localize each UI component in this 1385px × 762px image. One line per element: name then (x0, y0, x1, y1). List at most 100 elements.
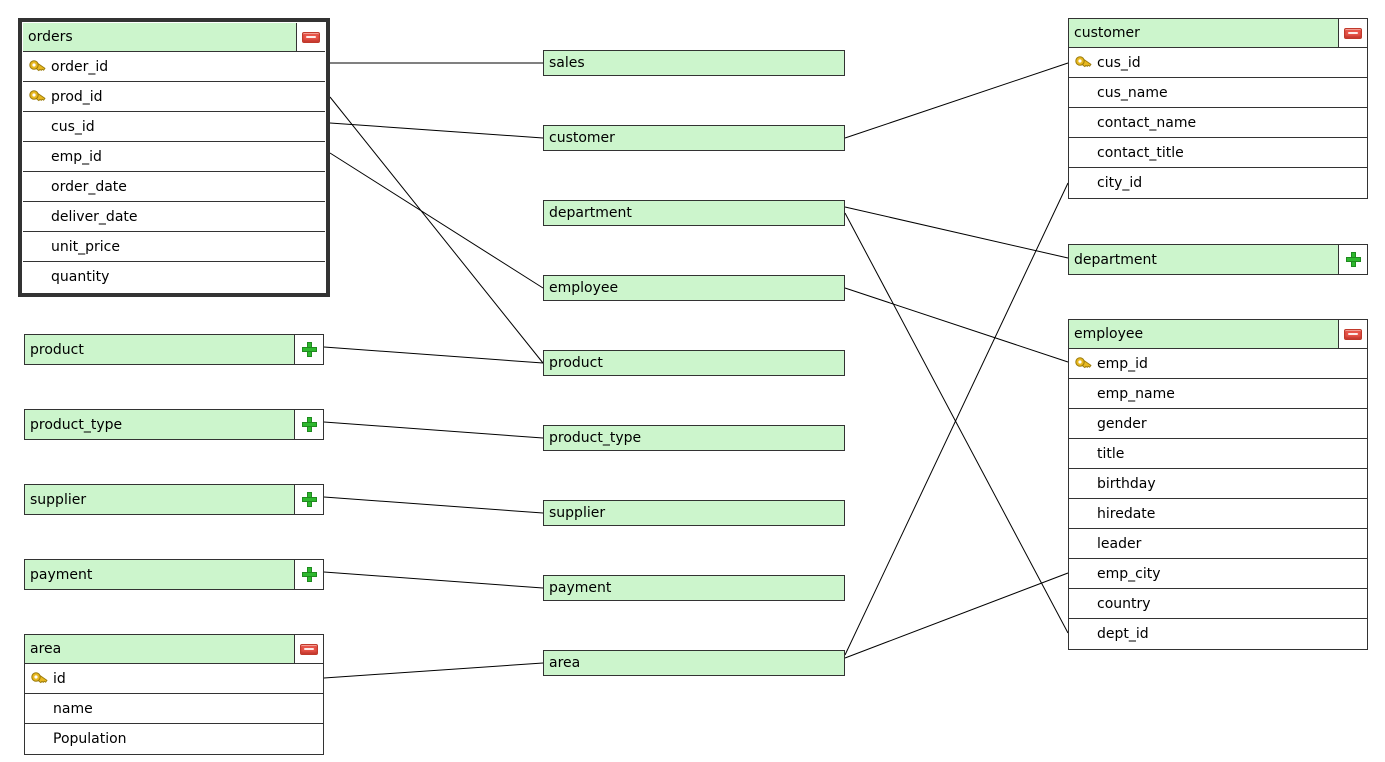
field-name: title (1097, 445, 1125, 462)
relationship-line (329, 122, 544, 139)
expand-button[interactable] (295, 335, 323, 364)
entity-title: supplier (25, 485, 295, 514)
field-row[interactable]: title (1069, 439, 1367, 469)
plus-icon (301, 492, 317, 507)
field-name: gender (1097, 415, 1147, 432)
field-name: emp_name (1097, 385, 1175, 402)
relationship-line (329, 96, 544, 364)
entity-title: customer (1069, 19, 1339, 47)
field-row[interactable]: name (25, 694, 323, 724)
field-row[interactable]: cus_name (1069, 78, 1367, 108)
field-name: prod_id (51, 88, 103, 105)
entity-header[interactable]: orders (23, 23, 325, 52)
entity-title: product (25, 335, 295, 364)
field-name: emp_city (1097, 565, 1161, 582)
relationship-line (844, 182, 1069, 656)
field-row[interactable]: contact_name (1069, 108, 1367, 138)
field-name: quantity (51, 269, 110, 285)
expand-button[interactable] (1339, 245, 1367, 274)
entity-table-product[interactable]: product (24, 334, 324, 365)
collapse-button[interactable] (1339, 19, 1367, 47)
field-row[interactable]: quantity (23, 262, 325, 292)
field-row[interactable]: emp_id (1069, 349, 1367, 379)
entity-header[interactable]: area (25, 635, 323, 664)
field-name: contact_name (1097, 114, 1197, 131)
field-row[interactable]: country (1069, 589, 1367, 619)
collapse-button[interactable] (1339, 320, 1367, 348)
minus-icon (300, 643, 318, 655)
mapping-box-product[interactable]: product (543, 350, 845, 376)
mapping-box-customer[interactable]: customer (543, 125, 845, 151)
mapping-box-sales[interactable]: sales (543, 50, 845, 76)
field-row[interactable]: Population (25, 724, 323, 754)
field-row[interactable]: contact_title (1069, 138, 1367, 168)
entity-header[interactable]: payment (25, 560, 323, 589)
entity-header[interactable]: employee (1069, 320, 1367, 349)
field-name: order_date (51, 178, 127, 195)
field-row[interactable]: cus_id (1069, 48, 1367, 78)
entity-title: payment (25, 560, 295, 589)
entity-table-payment[interactable]: payment (24, 559, 324, 590)
entity-header[interactable]: department (1069, 245, 1367, 274)
entity-header[interactable]: product_type (25, 410, 323, 439)
relationship-line (329, 152, 544, 289)
entity-table-supplier[interactable]: supplier (24, 484, 324, 515)
primary-key-icon (31, 671, 48, 686)
mapping-box-payment[interactable]: payment (543, 575, 845, 601)
field-row[interactable]: id (25, 664, 323, 694)
entity-header[interactable]: supplier (25, 485, 323, 514)
field-name: contact_title (1097, 144, 1184, 161)
field-row[interactable]: cus_id (23, 112, 325, 142)
mapping-box-department[interactable]: department (543, 200, 845, 226)
field-name: birthday (1097, 475, 1156, 492)
mapping-box-label: product (549, 355, 603, 371)
mapping-box-label: sales (549, 55, 585, 71)
entity-table-department[interactable]: department (1068, 244, 1368, 275)
mapping-box-product_type[interactable]: product_type (543, 425, 845, 451)
mapping-box-supplier[interactable]: supplier (543, 500, 845, 526)
relationship-line (844, 212, 1069, 634)
field-name: cus_id (1097, 54, 1141, 71)
entity-table-product_type[interactable]: product_type (24, 409, 324, 440)
relationship-line (323, 421, 544, 439)
field-name: deliver_date (51, 208, 138, 225)
entity-title: department (1069, 245, 1339, 274)
relationship-line (844, 206, 1069, 259)
field-row[interactable]: gender (1069, 409, 1367, 439)
minus-icon (1344, 328, 1362, 340)
primary-key-icon (29, 89, 46, 104)
field-row[interactable]: unit_price (23, 232, 325, 262)
expand-button[interactable] (295, 485, 323, 514)
relationship-line (323, 571, 544, 589)
field-row[interactable]: city_id (1069, 168, 1367, 198)
field-row[interactable]: emp_name (1069, 379, 1367, 409)
field-row[interactable]: hiredate (1069, 499, 1367, 529)
entity-header[interactable]: product (25, 335, 323, 364)
mapping-box-area[interactable]: area (543, 650, 845, 676)
collapse-button[interactable] (295, 635, 323, 663)
field-row[interactable]: order_date (23, 172, 325, 202)
mapping-box-label: employee (549, 280, 619, 296)
plus-icon (301, 342, 317, 357)
entity-title: orders (23, 23, 297, 51)
mapping-box-employee[interactable]: employee (543, 275, 845, 301)
collapse-button[interactable] (297, 23, 325, 51)
field-row[interactable]: emp_city (1069, 559, 1367, 589)
expand-button[interactable] (295, 560, 323, 589)
field-name: order_id (51, 58, 109, 75)
field-row[interactable]: deliver_date (23, 202, 325, 232)
field-name: dept_id (1097, 626, 1149, 642)
field-row[interactable]: emp_id (23, 142, 325, 172)
field-row[interactable]: prod_id (23, 82, 325, 112)
expand-button[interactable] (295, 410, 323, 439)
entity-header[interactable]: customer (1069, 19, 1367, 48)
field-row[interactable]: leader (1069, 529, 1367, 559)
field-row[interactable]: birthday (1069, 469, 1367, 499)
mapping-box-label: customer (549, 130, 615, 146)
field-row[interactable]: order_id (23, 52, 325, 82)
field-row[interactable]: dept_id (1069, 619, 1367, 649)
